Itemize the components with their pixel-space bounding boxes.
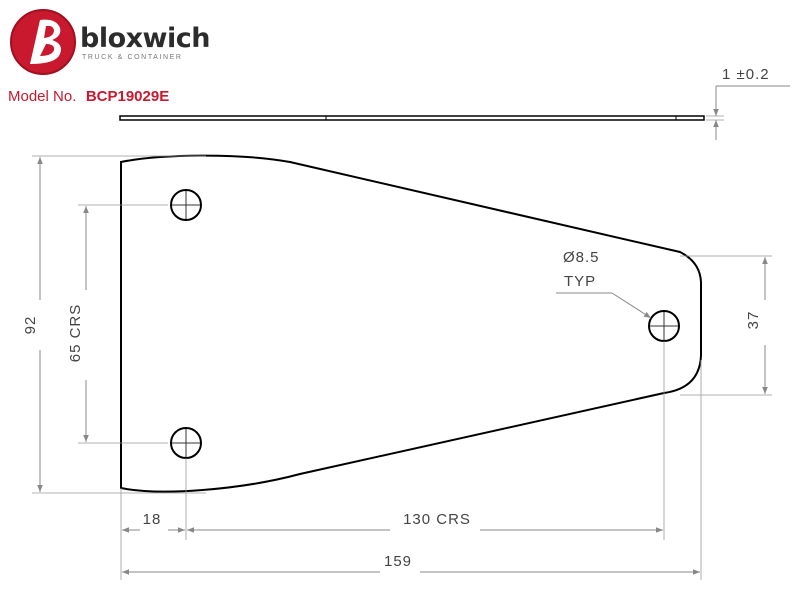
height-dimension: 92 — [22, 316, 39, 335]
brand-name: bloxwich — [80, 23, 210, 54]
brand-logo — [10, 9, 76, 75]
side-view — [119, 85, 790, 140]
model-value: BCP19029E — [86, 88, 169, 105]
logo-b-icon — [30, 19, 61, 65]
hole-diameter: Ø8.5 — [563, 249, 600, 266]
thickness-dimension: 1 ±0.2 — [722, 66, 770, 83]
horizontal-hole-spacing: 130 CRS — [403, 511, 471, 528]
plate-outline — [120, 154, 702, 493]
hole-right — [648, 310, 680, 342]
vertical-hole-spacing: 65 CRS — [67, 304, 84, 363]
small-end-height: 37 — [745, 311, 762, 330]
hole-top-left — [170, 189, 202, 221]
brand-tagline: TRUCK & CONTAINER — [82, 54, 183, 61]
model-label: Model No. — [8, 88, 76, 105]
edge-to-hole-dimension: 18 — [143, 511, 162, 528]
hole-note: TYP — [564, 273, 596, 290]
hole-bottom-left — [170, 427, 202, 459]
model-number: Model No. BCP19029E — [8, 88, 169, 105]
overall-length-dimension: 159 — [384, 553, 412, 570]
